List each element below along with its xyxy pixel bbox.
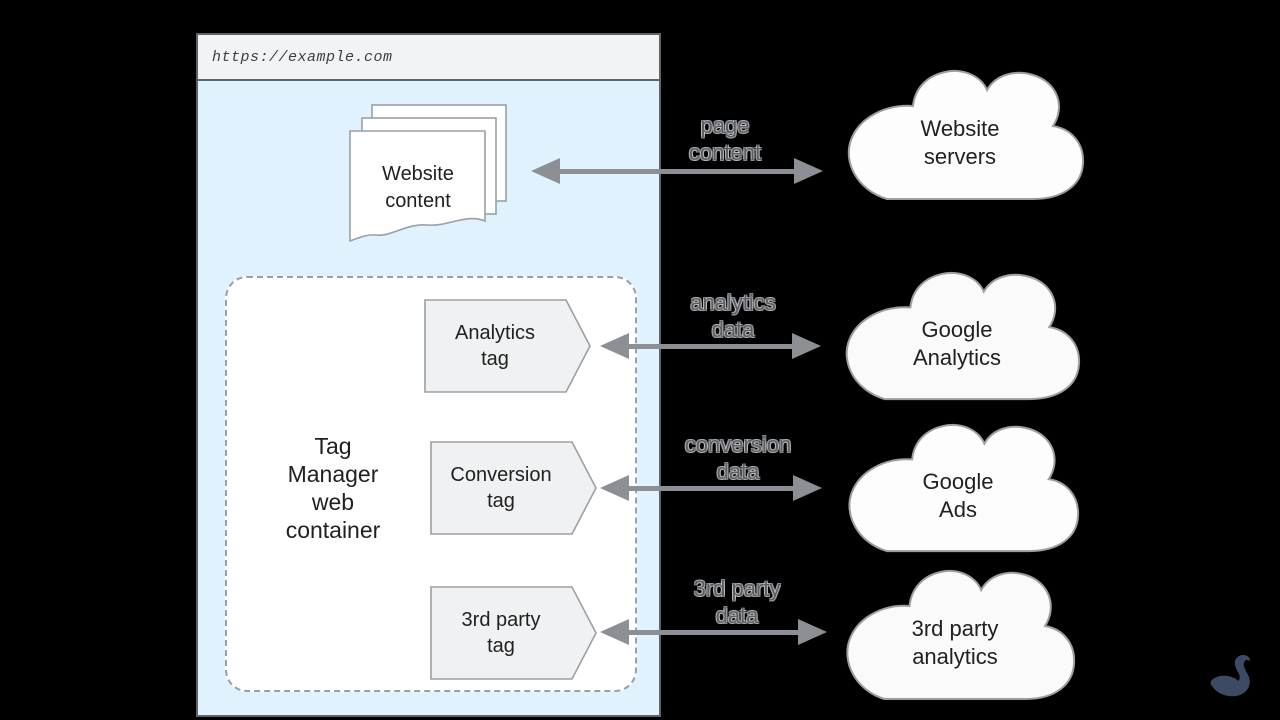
arrow-shaft [626, 485, 796, 491]
browser-titlebar: https://example.com [198, 35, 659, 81]
google-analytics-cloud: Google Analytics [833, 268, 1081, 406]
website-servers-label: Website servers [920, 116, 1000, 169]
conversion-data-arrow [600, 475, 822, 501]
arrowhead-right-icon [794, 158, 823, 184]
url-text: https://example.com [212, 48, 393, 66]
arrowhead-right-icon [798, 619, 827, 645]
third-party-analytics-label: 3rd party analytics [911, 616, 999, 669]
analytics-tag: Analytics tag [424, 299, 592, 393]
third-party-data-arrow [600, 619, 827, 645]
arrowhead-left-icon [531, 158, 560, 184]
tag-manager-label: Tag Manager web container [285, 433, 381, 543]
google-ads-label: Google Ads [922, 469, 994, 522]
website-servers-cloud: Website servers [835, 66, 1085, 206]
google-analytics-label: Google Analytics [912, 317, 1002, 370]
document-stack-icon [346, 101, 508, 249]
conversion-tag: Conversion tag [430, 441, 598, 535]
third-party-tag-label: 3rd party tag [461, 609, 541, 657]
tag-shape-icon [430, 441, 597, 535]
conversion-tag-label: Conversion tag [450, 464, 552, 512]
arrow-shaft [626, 629, 801, 635]
stacked-pages-svg [349, 104, 507, 243]
arrow-shaft [626, 343, 795, 349]
tag-shape-icon [430, 586, 597, 680]
tag-manager-web-container: Tag Manager web container Analytics tag … [225, 276, 637, 692]
browser-viewport: Website content Tag Manager web containe… [198, 81, 659, 713]
cloud-icon [834, 566, 1076, 706]
website-content-label: Website content [382, 163, 454, 212]
arrowhead-right-icon [792, 333, 821, 359]
third-party-data-flow-label: 3rd party data [693, 576, 781, 628]
browser-window: https://example.com Website content Tag … [196, 33, 661, 717]
cloud-icon [833, 268, 1081, 406]
arrowhead-right-icon [793, 475, 822, 501]
third-party-tag: 3rd party tag [430, 586, 598, 680]
arrowhead-left-icon [600, 475, 629, 501]
third-party-analytics-cloud: 3rd party analytics [834, 566, 1076, 706]
conversion-data-flow-label: conversion data [684, 432, 792, 484]
cloud-icon [835, 66, 1085, 206]
arrowhead-left-icon [600, 619, 629, 645]
arrow-shaft [557, 168, 797, 174]
analytics-tag-label: Analytics tag [454, 322, 536, 370]
page-content-arrow [531, 158, 823, 184]
arrowhead-left-icon [600, 333, 629, 359]
swan-icon [1200, 646, 1264, 710]
cloud-icon [836, 420, 1080, 558]
google-ads-cloud: Google Ads [836, 420, 1080, 558]
page-content-flow-label: page content [688, 113, 762, 165]
analytics-data-arrow [600, 333, 821, 359]
analytics-data-flow-label: analytics data [690, 290, 776, 342]
tag-shape-icon [424, 299, 591, 393]
